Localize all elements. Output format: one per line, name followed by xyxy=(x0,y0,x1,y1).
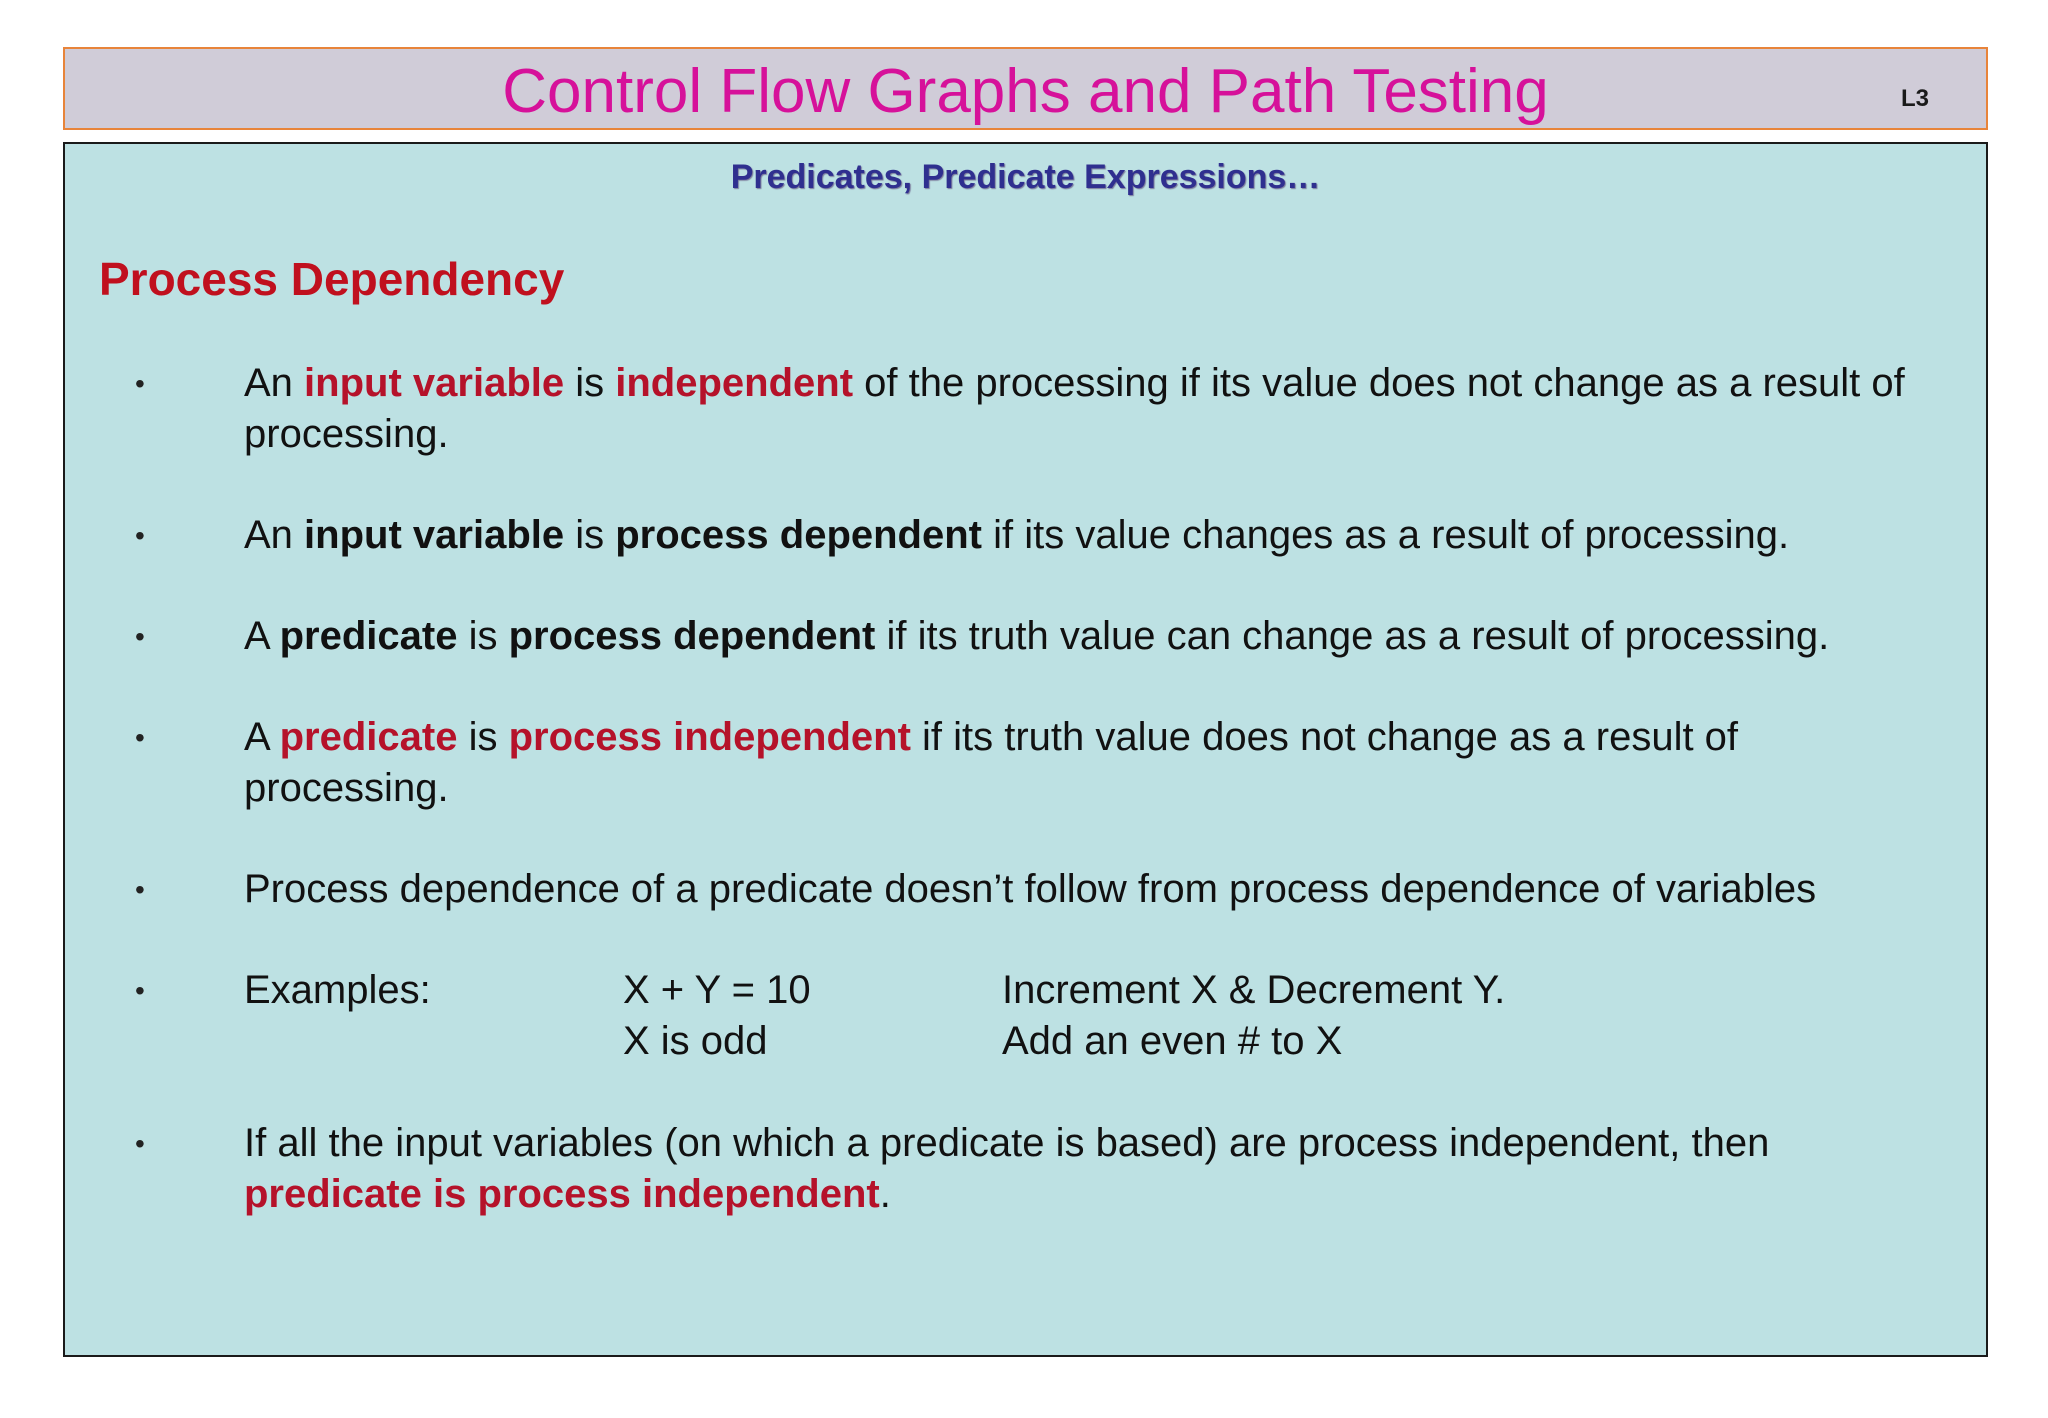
bullet-text: Process dependence of a predicate doesn’… xyxy=(244,867,1817,911)
bullet-predicate-dependent: • A predicate is process dependent if it… xyxy=(135,611,1965,662)
bullet-dot: • xyxy=(135,1128,145,1159)
text-run: A xyxy=(244,715,280,759)
examples-label: Examples: xyxy=(244,968,431,1012)
example-predicate: X is odd xyxy=(623,1019,768,1063)
section-heading: Process Dependency xyxy=(99,253,565,305)
highlight-term: input variable xyxy=(304,361,565,405)
bullet-predicate-independent: • A predicate is process independent if … xyxy=(135,712,1965,814)
bold-term: predicate xyxy=(279,614,458,658)
bullet-dot: • xyxy=(135,520,145,551)
bullet-examples: • Examples: X + Y = 10 Increment X & Dec… xyxy=(135,965,1965,1067)
highlight-term: independent xyxy=(615,361,854,405)
examples-block: Examples: X + Y = 10 Increment X & Decre… xyxy=(244,965,1925,1067)
content-panel: Predicates, Predicate Expressions… Proce… xyxy=(63,142,1988,1357)
text-run: An xyxy=(244,361,305,405)
text-run: is xyxy=(457,614,509,658)
highlight-term: predicate is process independent xyxy=(244,1172,880,1216)
example-action: Add an even # to X xyxy=(1002,1019,1343,1063)
text-run: is xyxy=(564,513,616,557)
text-run: is xyxy=(564,361,616,405)
bullet-text: A predicate is process independent if it… xyxy=(244,712,1925,814)
bold-term: process dependent xyxy=(615,513,982,557)
bullet-text: An input variable is independent of the … xyxy=(244,358,1925,460)
text-run: An xyxy=(244,513,305,557)
highlight-term: predicate xyxy=(279,715,458,759)
bullet-input-variable-independent: • An input variable is independent of th… xyxy=(135,358,1965,460)
title-bar: Control Flow Graphs and Path Testing L3 xyxy=(63,47,1988,130)
text-run: If all the input variables (on which a p… xyxy=(244,1121,1770,1165)
bullet-text: A predicate is process dependent if its … xyxy=(244,611,1925,662)
bullet-process-dependence-note: • Process dependence of a predicate does… xyxy=(135,864,1965,915)
text-run: of the processing if its value does not … xyxy=(244,361,1905,456)
example-action: Increment X & Decrement Y. xyxy=(1002,968,1506,1012)
bullet-text: An input variable is process dependent i… xyxy=(244,510,1925,561)
section-subtitle: Predicates, Predicate Expressions… xyxy=(730,158,1321,196)
text-run: is xyxy=(457,715,509,759)
text-run: if its truth value does not change as a … xyxy=(244,715,1739,810)
text-run: A xyxy=(244,614,280,658)
bullet-input-variable-dependent: • An input variable is process dependent… xyxy=(135,510,1965,561)
bullet-dot: • xyxy=(135,621,145,652)
example-row: Examples: X + Y = 10 Increment X & Decre… xyxy=(244,965,1925,1016)
slide-title: Control Flow Graphs and Path Testing xyxy=(502,57,1549,126)
slide-number: L3 xyxy=(1900,85,1929,112)
example-row: X is odd Add an even # to X xyxy=(244,1016,1925,1067)
bullet-conclusion: • If all the input variables (on which a… xyxy=(135,1118,1965,1220)
bold-term: process dependent xyxy=(508,614,876,658)
text-run: . xyxy=(879,1172,891,1216)
bullet-text: If all the input variables (on which a p… xyxy=(244,1118,1925,1220)
highlight-term: process independent xyxy=(508,715,911,759)
bullet-dot: • xyxy=(135,975,145,1006)
bullet-dot: • xyxy=(135,368,145,399)
example-predicate: X + Y = 10 xyxy=(623,968,811,1012)
text-run: if its value changes as a result of proc… xyxy=(982,513,1790,557)
text-run: if its truth value can change as a resul… xyxy=(875,614,1830,658)
bullet-dot: • xyxy=(135,874,145,905)
bold-term: input variable xyxy=(304,513,565,557)
bullet-dot: • xyxy=(135,722,145,753)
